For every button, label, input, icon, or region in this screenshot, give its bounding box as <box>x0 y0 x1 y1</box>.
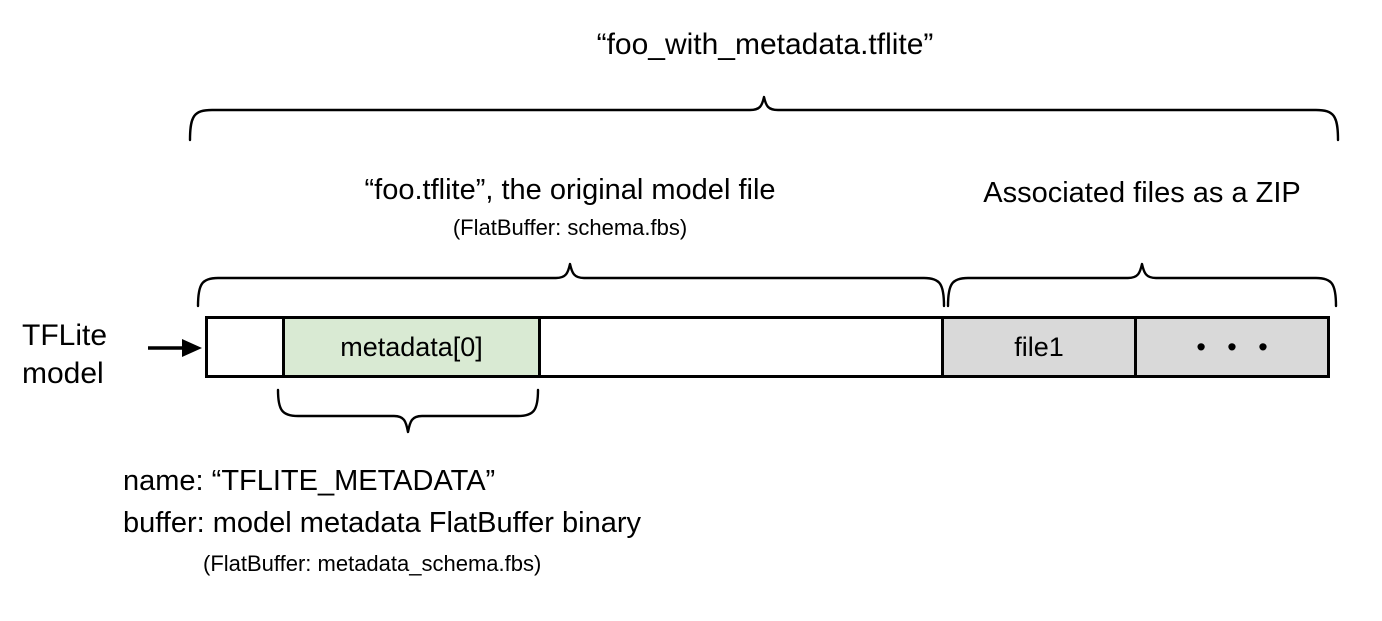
metadata-detail-schema: (FlatBuffer: metadata_schema.fbs) <box>203 551 542 576</box>
bar-cell-header <box>208 319 282 375</box>
metadata-detail-name: name: “TFLITE_METADATA” <box>123 465 496 497</box>
tflite-model-label-line1: TFLite <box>22 319 108 352</box>
bar-cell-metadata: metadata[0] <box>282 319 541 375</box>
brace-whole-file <box>188 95 1340 142</box>
right-arrow-icon <box>148 339 202 357</box>
brace-zip-files <box>946 262 1338 308</box>
tflite-model-bar: metadata[0] file1 • • • <box>205 316 1330 378</box>
brace-metadata-detail <box>276 388 540 434</box>
bar-cell-model-body <box>541 319 941 375</box>
bar-cell-file1: file1 <box>941 319 1134 375</box>
tflite-model-label-line2: model <box>22 357 104 390</box>
model-file-label: “foo.tflite”, the original model file <box>364 174 776 206</box>
model-file-sublabel: (FlatBuffer: schema.fbs) <box>452 215 688 240</box>
brace-model-file <box>196 262 946 308</box>
ellipsis-icon: • • • <box>1196 331 1275 362</box>
zip-label: Associated files as a ZIP <box>983 177 1301 209</box>
bar-cell-more-files: • • • <box>1134 319 1327 375</box>
diagram-title: “foo_with_metadata.tflite” <box>596 28 934 61</box>
metadata-detail-buffer: buffer: model metadata FlatBuffer binary <box>123 507 641 539</box>
